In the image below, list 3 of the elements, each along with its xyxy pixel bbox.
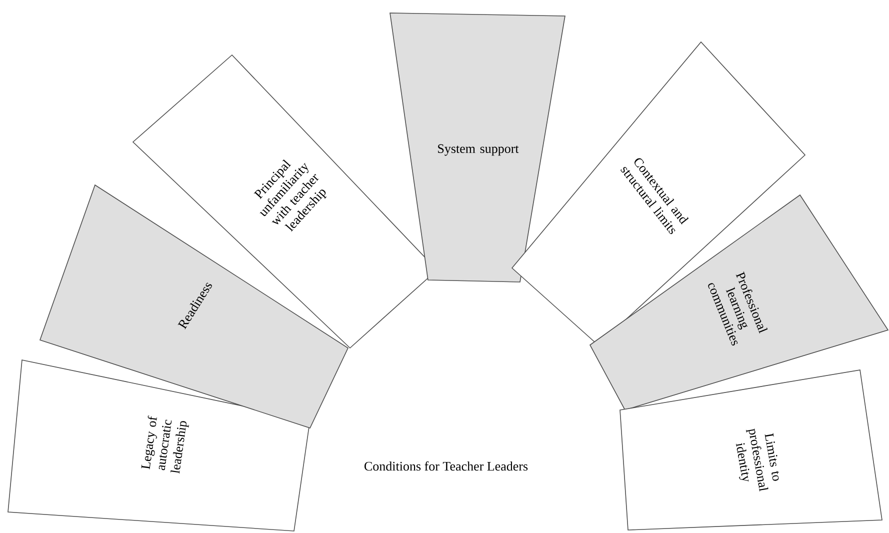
center-label: Conditions for Teacher Leaders [364, 461, 528, 471]
card-box: System support [390, 12, 566, 282]
card-box: Legacy of autocratic leadership [8, 360, 310, 532]
